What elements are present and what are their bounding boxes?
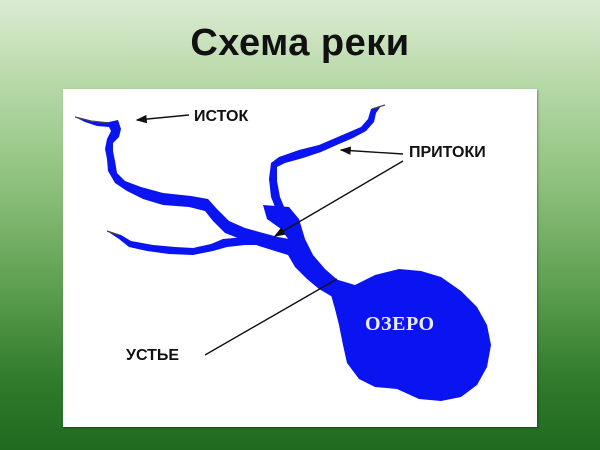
source-arrow — [135, 114, 190, 124]
upper-tributary-tail — [371, 104, 386, 110]
river-diagram — [74, 104, 491, 401]
lower-tributary-tail — [106, 230, 120, 236]
river-diagram-panel: ИСТОК ПРИТОКИ УСТЬЕ ОЗЕРО — [63, 89, 537, 427]
label-source: ИСТОК — [194, 108, 249, 125]
tributary-arrow-upper — [339, 146, 404, 155]
label-lake: ОЗЕРО — [365, 313, 435, 335]
mouth-pointer-line — [204, 278, 338, 356]
lower-tributary — [107, 231, 287, 255]
label-tributaries: ПРИТОКИ — [409, 144, 486, 161]
label-mouth: УСТЬЕ — [126, 347, 180, 364]
tributary-arrow-lower — [273, 160, 404, 237]
lake — [331, 269, 491, 401]
slide-title: Схема реки — [190, 22, 410, 64]
upper-tributary — [269, 106, 381, 209]
main-river — [75, 117, 353, 299]
river-confluence — [263, 205, 359, 289]
source-tail — [74, 116, 110, 124]
